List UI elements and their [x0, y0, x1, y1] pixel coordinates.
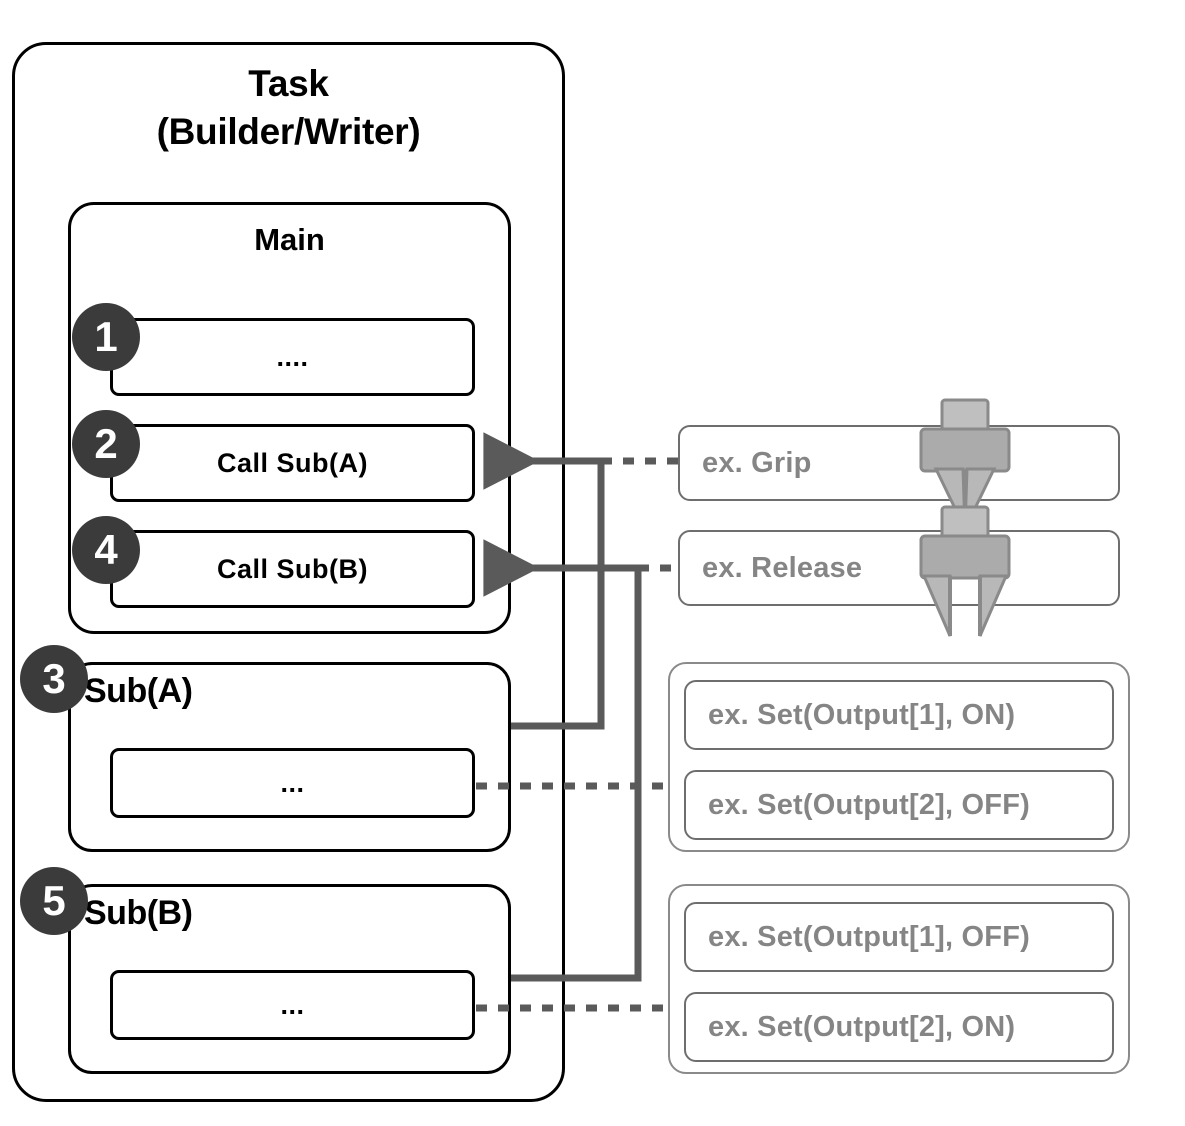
sub-a-title: Sub(A) [84, 672, 193, 710]
output-line-1[interactable]: ex. Set(Output[1], ON) [684, 680, 1114, 750]
example-release-label: ex. Release [702, 551, 863, 584]
output-line-4[interactable]: ex. Set(Output[2], ON) [684, 992, 1114, 1062]
sub-b-body[interactable]: ... [110, 970, 475, 1040]
main-row-1[interactable]: .... [110, 318, 475, 396]
gripper-open-icon [919, 505, 1011, 637]
example-grip-label: ex. Grip [702, 446, 812, 479]
example-grip-box[interactable]: ex. Grip [678, 425, 1120, 501]
main-title: Main [254, 222, 325, 257]
step-badge-4: 4 [72, 516, 140, 584]
step-badge-3: 3 [20, 645, 88, 713]
step-badge-1: 1 [72, 303, 140, 371]
task-title: Task (Builder/Writer) [12, 60, 565, 156]
sub-b-title: Sub(B) [84, 894, 193, 932]
sub-a-body[interactable]: ... [110, 748, 475, 818]
main-row-call-sub-a[interactable]: Call Sub(A) [110, 424, 475, 502]
output-line-3[interactable]: ex. Set(Output[1], OFF) [684, 902, 1114, 972]
example-release-box[interactable]: ex. Release [678, 530, 1120, 606]
step-badge-5: 5 [20, 867, 88, 935]
task-title-line1: Task [248, 63, 329, 104]
output-line-2[interactable]: ex. Set(Output[2], OFF) [684, 770, 1114, 840]
main-row-call-sub-b[interactable]: Call Sub(B) [110, 530, 475, 608]
step-badge-2: 2 [72, 410, 140, 478]
task-title-line2: (Builder/Writer) [156, 111, 421, 153]
